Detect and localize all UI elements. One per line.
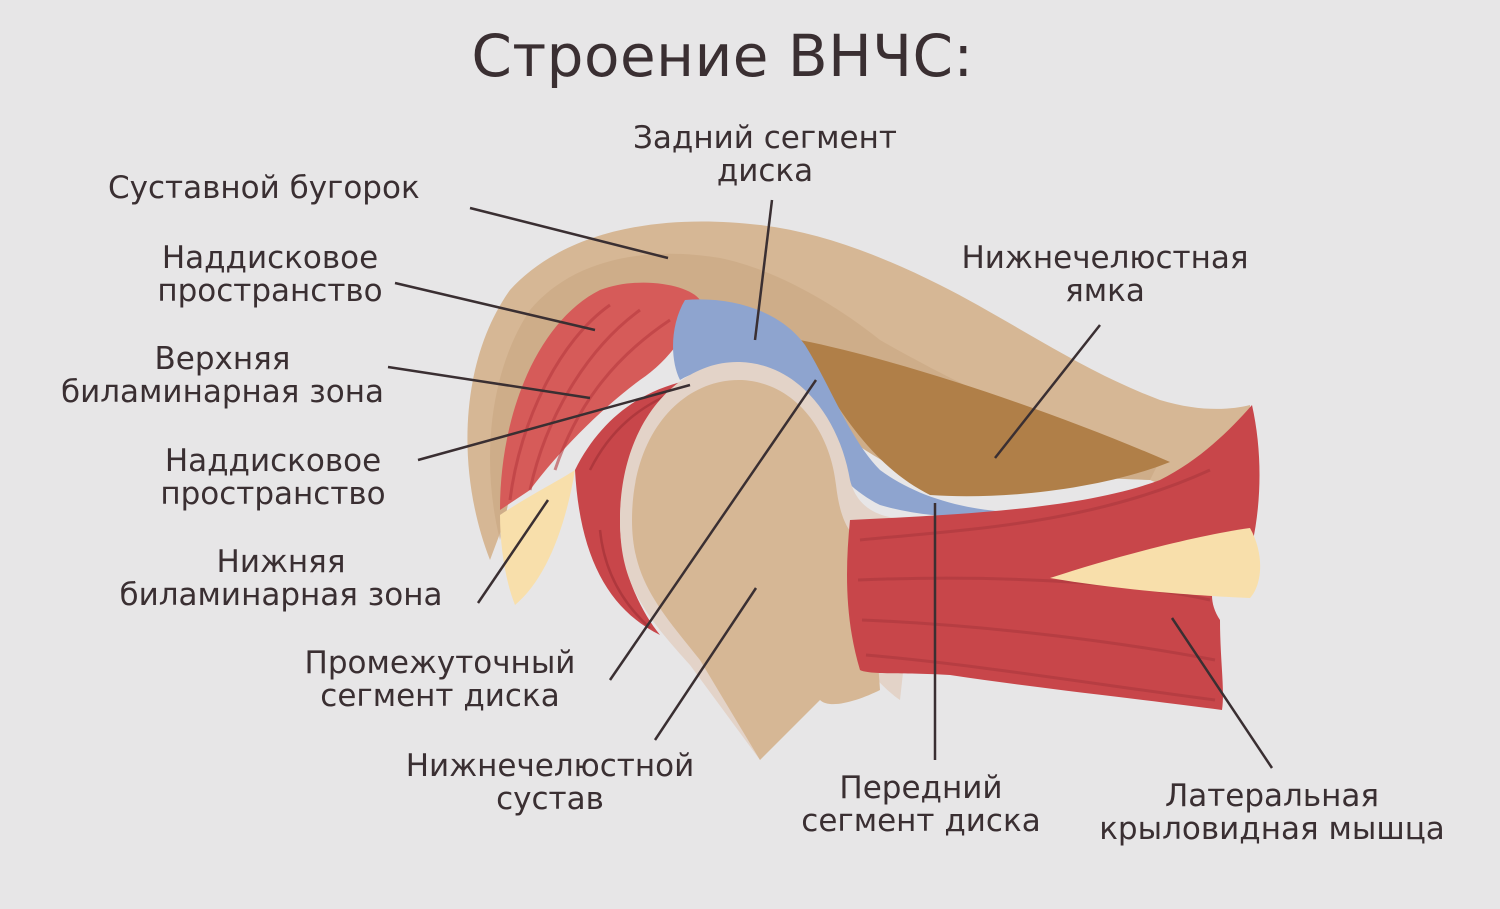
fat-pad-posterior <box>500 470 575 605</box>
label-mandibular-fossa: Нижнечелюстная ямка <box>961 240 1249 309</box>
label-upper-bilaminar-zone: Верхняя биламинарная зона <box>60 341 385 410</box>
leader-lines <box>387 199 1274 769</box>
lateral-pterygoid-muscle <box>847 405 1260 710</box>
mandibular-fossa-shape <box>800 340 1170 497</box>
label-posterior-disc-segment: Задний сегмент диска <box>633 120 897 189</box>
label-intermediate-disc-segment: Промежуточный сегмент диска <box>304 645 576 714</box>
articular-disc <box>673 299 1040 518</box>
label-lower-bilaminar-zone: Нижняя биламинарная зона <box>119 544 443 613</box>
bilaminar-muscle <box>500 282 700 510</box>
label-lateral-pterygoid-muscle: Латеральная крыловидная мышца <box>1099 778 1445 847</box>
label-supradisc-space-lower: Наддисковое пространство <box>160 443 386 512</box>
label-anterior-disc-segment: Передний сегмент диска <box>801 770 1041 839</box>
page-title: Строение ВНЧС: <box>471 22 974 90</box>
mandibular-condyle <box>632 379 880 760</box>
posterior-muscle-band <box>575 380 690 635</box>
fat-pad-anterior <box>1050 528 1261 598</box>
label-articular-tubercle: Суставной бугорок <box>108 170 420 206</box>
label-supradisc-space-upper: Наддисковое пространство <box>157 240 383 309</box>
label-mandibular-joint: Нижнечелюстной сустав <box>405 748 695 817</box>
